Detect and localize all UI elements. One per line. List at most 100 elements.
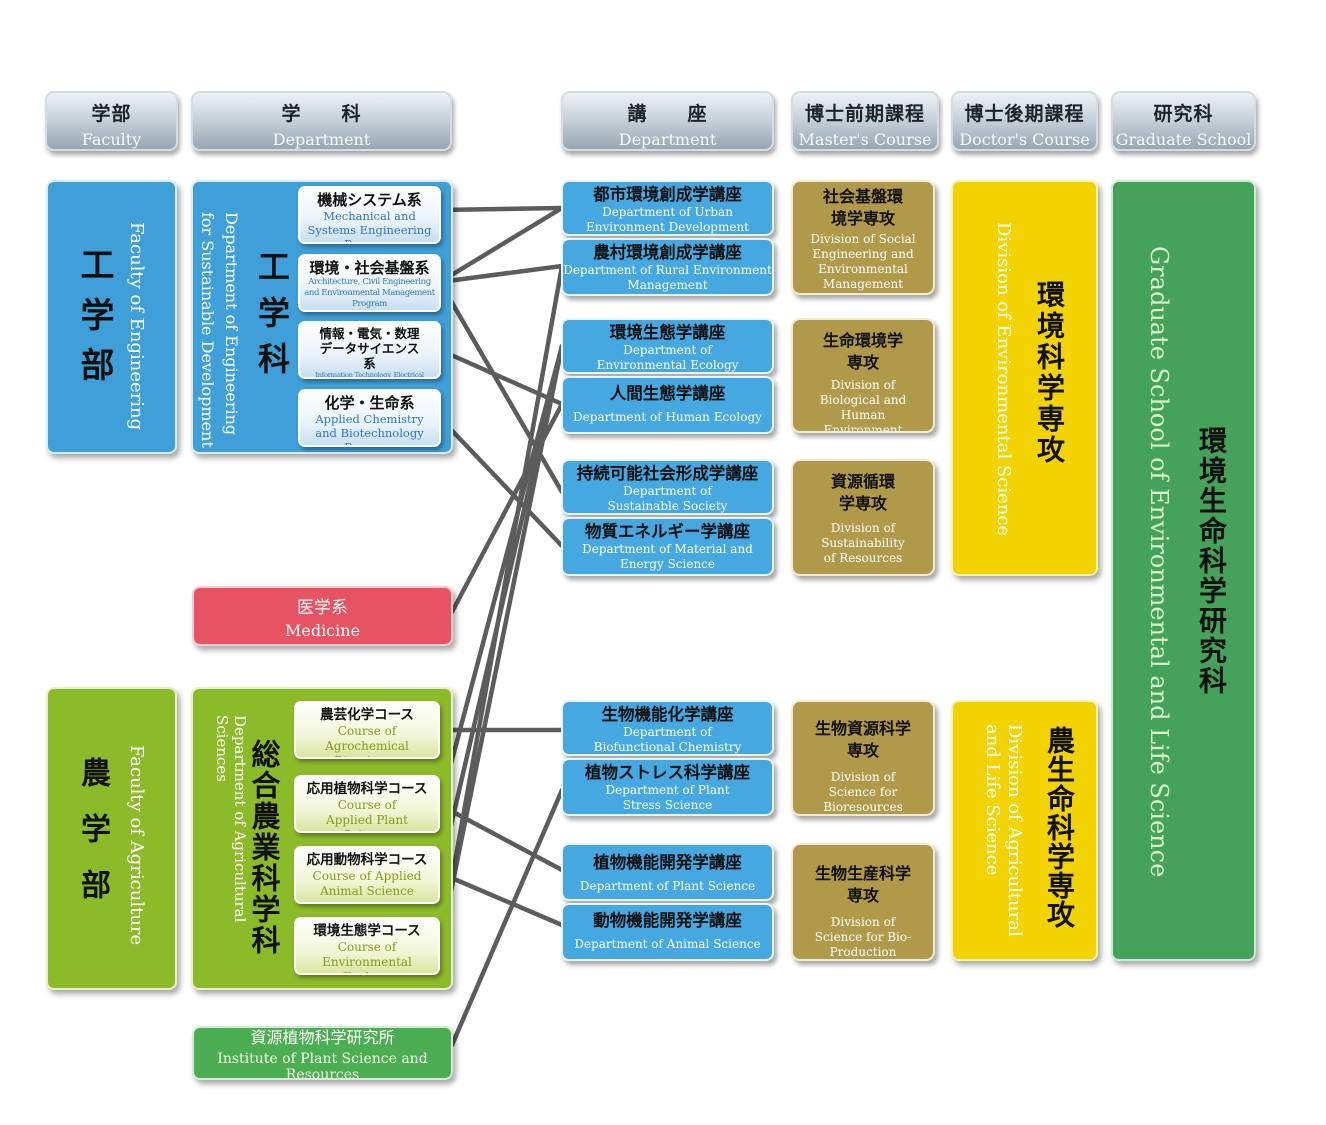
connector-line — [437, 263, 565, 948]
connector-line — [437, 205, 565, 285]
kouza-environmental-ecology-en: Department of Environmental Ecology — [596, 343, 739, 372]
course-environmental-ecology: 環境生態学コース Course of Environmental Ecology — [294, 917, 440, 975]
kouza-human-ecology-jp: 人間生態学講座 — [609, 384, 726, 403]
department-engineering-en: Department of Engineering for Sustainabl… — [198, 212, 241, 448]
department-agriculture-jp: 総合農業科学科 — [247, 739, 281, 956]
kouza-rural-environment-en: Department of Rural Environment Manageme… — [563, 263, 772, 292]
masters-sustainability-resources-jp: 資源循環学専攻 — [830, 472, 895, 513]
doctors-environmental-science-en: Division of Environmental Science — [993, 222, 1014, 537]
doctors-agricultural-life-jp: 農生命科学専攻 — [1043, 726, 1076, 929]
header-kouza: 講 座 Department — [561, 91, 774, 151]
kouza-animal-science: 動物機能開発学講座 Department of Animal Science — [561, 903, 774, 961]
faculty-agriculture-en: Faculty of Agriculture — [126, 745, 147, 946]
masters-bioresources-en: Division of Science for Bioresources — [823, 770, 903, 814]
kouza-urban-environment-jp: 都市環境創成学講座 — [593, 185, 742, 204]
connector-line — [437, 870, 565, 928]
course-applied-plant-jp: 応用植物科学コース — [306, 781, 428, 797]
kouza-plant-stress-en: Department of Plant Stress Science — [605, 783, 730, 812]
header-kouza-en: Department — [618, 130, 717, 149]
connector-line — [437, 802, 565, 873]
connector-line — [437, 263, 565, 285]
kouza-rural-environment: 農村環境創成学講座 Department of Rural Environmen… — [561, 238, 774, 296]
course-applied-plant-en: Course of Applied Plant Science — [326, 798, 408, 831]
institute-plant-science-jp: 資源植物科学研究所 — [250, 1027, 395, 1047]
masters-biological-human-en: Division of Biological and Human Environ… — [819, 378, 907, 433]
program-chemistry-en: Applied Chemistry and Biotechnology Prog… — [315, 412, 424, 447]
header-doctors-en: Doctor's Course — [959, 130, 1090, 149]
kouza-sustainable-society: 持続可能社会形成学講座 Department of Sustainable So… — [561, 459, 774, 515]
course-environmental-ecology-jp: 環境生態学コース — [313, 923, 421, 939]
kouza-animal-science-en: Department of Animal Science — [574, 937, 761, 951]
kouza-urban-environment-en: Department of Urban Environment Developm… — [585, 205, 750, 234]
header-masters: 博士前期課程 Master's Course — [791, 91, 939, 151]
kouza-biofunctional-chemistry-en: Department of Biofunctional Chemistry — [593, 725, 742, 754]
kouza-material-energy-en: Department of Material and Energy Scienc… — [582, 542, 753, 571]
kouza-urban-environment: 都市環境創成学講座 Department of Urban Environmen… — [561, 180, 774, 236]
doctors-environmental-science: 環境科学専攻 Division of Environmental Science — [951, 180, 1098, 576]
institute-plant-science-en: Institute of Plant Science and Resources — [217, 1050, 428, 1083]
faculty-agriculture: Faculty of Agriculture 農学部 — [46, 687, 177, 990]
doctors-agricultural-life-en: Division of Agricultural and Life Scienc… — [982, 724, 1025, 937]
kouza-animal-science-jp: 動物機能開発学講座 — [593, 911, 742, 930]
kouza-material-energy: 物質エネルギー学講座 Department of Material and En… — [561, 517, 774, 576]
course-environmental-ecology-en: Course of Environmental Ecology — [322, 940, 412, 973]
doctors-environmental-science-jp: 環境科学専攻 — [1033, 280, 1066, 466]
masters-biological-human-jp: 生命環境学専攻 — [823, 331, 904, 372]
kouza-environmental-ecology: 環境生態学講座 Department of Environmental Ecol… — [561, 318, 774, 374]
kouza-plant-science: 植物機能開発学講座 Department of Plant Science — [561, 843, 774, 901]
course-agrochemical: 農芸化学コース Course of Agrochemical Bioscienc… — [294, 701, 440, 759]
institute-plant-science: 資源植物科学研究所 Institute of Plant Science and… — [192, 1026, 453, 1083]
doctors-agricultural-life: 農生命科学専攻 Division of Agricultural and Lif… — [951, 700, 1098, 961]
masters-social-engineering-en: Division of Social Engineering and Envir… — [810, 232, 916, 291]
program-mechanical-en: Mechanical and Systems Engineering Progr… — [307, 209, 432, 244]
masters-bioresources: 生物資源科学専攻 Division of Science for Bioreso… — [791, 700, 935, 816]
kouza-biofunctional-chemistry: 生物機能化学講座 Department of Biofunctional Che… — [561, 700, 774, 756]
header-kouza-jp: 講 座 — [627, 103, 708, 125]
header-faculty-en: Faculty — [81, 130, 142, 149]
course-applied-animal-jp: 応用動物科学コース — [306, 852, 428, 868]
masters-sustainability-resources: 資源循環学専攻 Division of Sustainability of Re… — [791, 459, 935, 576]
header-graduate: 研究科 Graduate School — [1111, 91, 1256, 151]
connector-line — [437, 415, 565, 549]
graduate-school: 環境生命科学研究科 Graduate School of Environment… — [1111, 180, 1256, 961]
header-doctors: 博士後期課程 Doctor's Course — [951, 91, 1098, 151]
connector-line — [437, 343, 565, 808]
course-agrochemical-jp: 農芸化学コース — [320, 707, 414, 723]
masters-biological-human: 生命環境学専攻 Division of Biological and Human… — [791, 318, 935, 433]
department-medicine: 医学系 Medicine — [192, 586, 453, 646]
header-doctors-jp: 博士後期課程 — [964, 103, 1085, 125]
course-applied-animal: 応用動物科学コース Course of Applied Animal Scien… — [294, 846, 440, 904]
connector-line — [437, 343, 565, 948]
header-department: 学 科 Department — [191, 91, 452, 151]
kouza-plant-stress-jp: 植物ストレス科学講座 — [585, 763, 750, 782]
connector-line — [449, 787, 565, 1048]
kouza-biofunctional-chemistry-jp: 生物機能化学講座 — [601, 705, 734, 724]
faculty-agriculture-jp: 農学部 — [75, 757, 110, 925]
graduate-school-jp: 環境生命科学研究科 — [1195, 426, 1228, 696]
kouza-human-ecology-en: Department of Human Ecology — [573, 410, 762, 424]
faculty-engineering-en: Faculty of Engineering — [126, 222, 147, 431]
program-information: 情報・電気・数理データサイエンス系 Information Technology… — [298, 321, 441, 379]
department-medicine-en: Medicine — [284, 620, 361, 640]
connector-line — [437, 347, 565, 407]
program-information-jp: 情報・電気・数理データサイエンス系 — [319, 326, 420, 371]
department-agriculture-en: Department of Agricultural Sciences — [213, 715, 249, 923]
masters-bioresources-jp: 生物資源科学専攻 — [814, 719, 911, 760]
kouza-plant-stress: 植物ストレス科学講座 Department of Plant Stress Sc… — [561, 758, 774, 816]
graduate-school-en: Graduate School of Environmental and Lif… — [1145, 246, 1173, 878]
header-masters-en: Master's Course — [798, 130, 932, 149]
program-environment-civil-jp: 環境・社会基盤系 — [309, 259, 430, 277]
header-masters-jp: 博士前期課程 — [804, 103, 925, 125]
header-faculty: 学部 Faculty — [45, 91, 178, 151]
faculty-engineering-jp: 工学部 — [74, 247, 114, 397]
kouza-rural-environment-jp: 農村環境創成学講座 — [593, 243, 742, 262]
header-faculty-jp: 学部 — [91, 103, 132, 125]
department-engineering-jp: 工学科 — [253, 250, 291, 388]
kouza-environmental-ecology-jp: 環境生態学講座 — [609, 323, 726, 342]
program-chemistry-jp: 化学・生命系 — [324, 394, 415, 412]
masters-social-engineering-jp: 社会基盤環境学専攻 — [823, 187, 904, 228]
header-department-jp: 学 科 — [281, 103, 362, 125]
masters-bio-production-jp: 生物生産科学専攻 — [814, 864, 911, 905]
course-applied-plant: 応用植物科学コース Course of Applied Plant Scienc… — [294, 775, 440, 833]
